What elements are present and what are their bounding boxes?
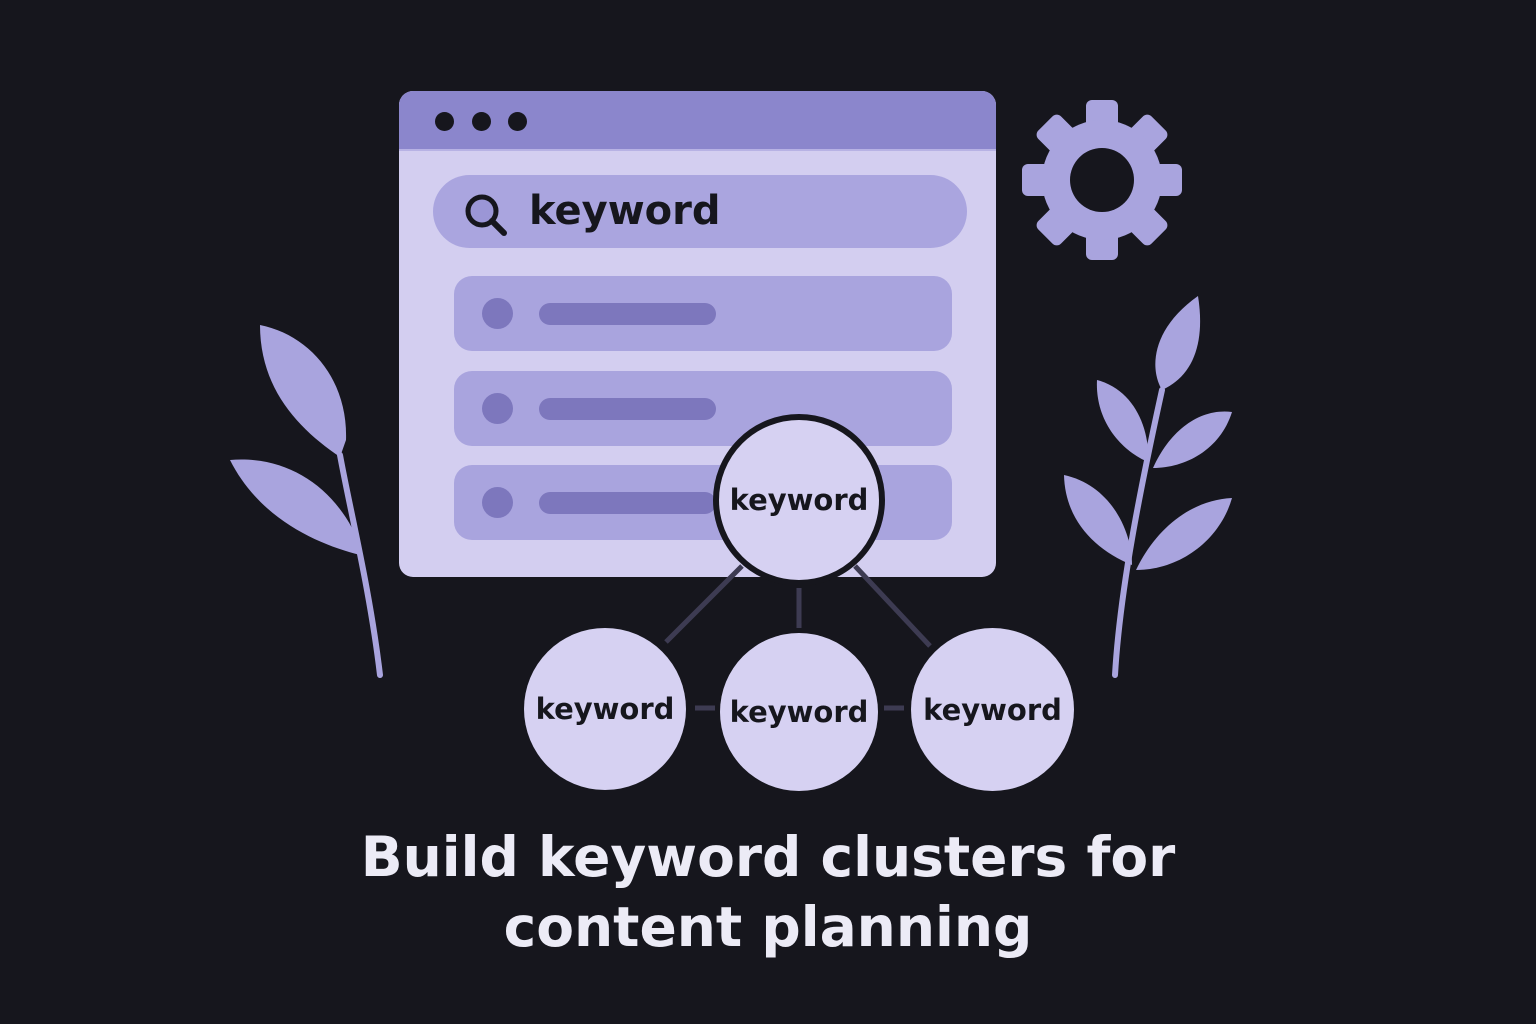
search-icon [465,194,507,236]
gear-icon[interactable] [1022,100,1182,260]
bullet-dot-icon [482,393,513,424]
node-label: keyword [923,692,1062,727]
bullet-dot-icon [482,298,513,329]
window-control-dot-icon[interactable] [435,112,454,131]
result-row[interactable] [454,371,952,446]
window-control-dot-icon[interactable] [472,112,491,131]
cluster-child-node[interactable]: keyword [911,628,1074,791]
node-label: keyword [535,692,675,726]
placeholder-bar [539,492,716,514]
window-control-dot-icon[interactable] [508,112,527,131]
cluster-child-node[interactable]: keyword [524,628,686,790]
headline-line-2: content planning [503,895,1033,959]
search-query-text: keyword [529,188,721,234]
placeholder-bar [539,303,716,325]
result-row[interactable] [454,276,952,351]
search-input[interactable]: keyword [433,175,967,248]
cluster-root-node[interactable]: keyword [713,414,885,586]
headline: Build keyword clusters for content plann… [0,822,1536,962]
headline-line-1: Build keyword clusters for [360,825,1176,889]
bullet-dot-icon [482,487,513,518]
leaf-branch-left-icon [230,325,383,678]
placeholder-bar [539,398,716,420]
leaf-branch-right-icon [1064,296,1232,678]
browser-window: keyword [399,91,996,577]
node-label: keyword [729,483,869,517]
window-titlebar [399,91,996,151]
cluster-child-node[interactable]: keyword [720,633,878,791]
node-label: keyword [729,695,869,729]
